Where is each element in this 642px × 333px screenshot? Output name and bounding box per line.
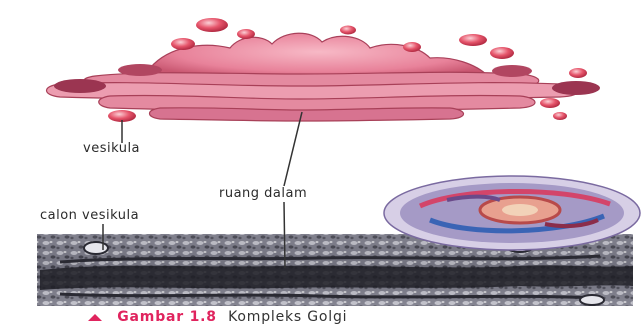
golgi-rim: [54, 79, 106, 93]
vesicle: [490, 47, 514, 59]
vesicle: [171, 38, 195, 50]
golgi-stack-illustration: [47, 18, 601, 122]
vesicle: [237, 29, 255, 39]
vesicle: [459, 34, 487, 46]
label-ruang-dalam: ruang dalam: [219, 186, 307, 201]
vesicle: [540, 98, 560, 108]
figure-caption: Gambar 1.8 Kompleks Golgi: [88, 309, 347, 325]
golgi-rim: [118, 64, 162, 76]
cell-inset: [384, 176, 640, 250]
label-vesikula: vesikula: [83, 141, 140, 156]
golgi-rim: [552, 81, 600, 95]
golgi-cisterna: [150, 108, 464, 121]
caption-figure-number: Gambar 1.8: [117, 309, 217, 325]
pointer-ruang-dalam: [284, 112, 302, 186]
vesicle: [569, 68, 587, 78]
micrograph-golgi-band: [40, 265, 633, 290]
vesicle: [403, 42, 421, 52]
vesicle: [196, 18, 228, 32]
caption-arrow-icon: [88, 314, 102, 321]
caption-title: Kompleks Golgi: [228, 309, 347, 325]
pointer-ruang-dalam-lower: [284, 202, 285, 268]
vesicle: [340, 26, 356, 35]
label-calon-vesikula: calon vesikula: [40, 208, 139, 223]
golgi-rim: [492, 65, 532, 77]
vesicle: [553, 112, 567, 120]
